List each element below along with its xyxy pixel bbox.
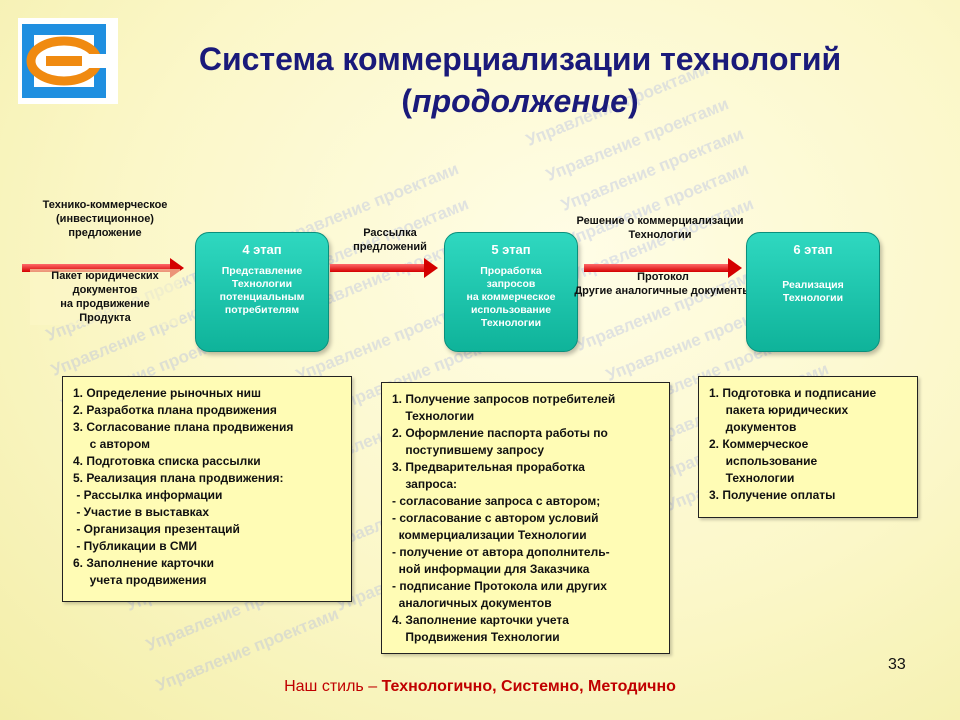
task-line: 2. Коммерческое: [709, 437, 809, 451]
task-line: коммерциализации Технологии: [392, 528, 587, 542]
label-investment-offer: Технико-коммерческое (инвестиционное) пр…: [42, 199, 168, 239]
task-line: 5. Реализация плана продвижения:: [73, 471, 284, 485]
task-line: - Организация презентаций: [73, 522, 240, 536]
task-line: 2. Разработка плана продвижения: [73, 403, 277, 417]
task-line: запроса:: [392, 477, 458, 491]
title-subtitle: продолжение: [412, 83, 628, 119]
arrow-to-stage-5: [330, 258, 438, 278]
task-line: использование: [709, 454, 818, 468]
task-line: учета продвижения: [73, 573, 207, 587]
footer-slogan: Наш стиль – Технологично, Системно, Мето…: [284, 678, 676, 695]
task-line: 3. Согласование плана продвижения: [73, 420, 294, 434]
task-line: ной информации для Заказчика: [392, 562, 590, 576]
task-line: - Публикации в СМИ: [73, 539, 198, 553]
page-number: 33: [888, 656, 906, 673]
task-line: 2. Оформление паспорта работы по: [392, 426, 608, 440]
watermark-text: Управление проектами: [558, 124, 747, 215]
task-line: 1. Определение рыночных ниш: [73, 386, 261, 400]
task-line: - Участие в выставках: [73, 505, 209, 519]
task-line: пакета юридических: [709, 403, 849, 417]
task-line: 6. Заполнение карточки: [73, 556, 214, 570]
slide-title: Система коммерциализации технологий (про…: [120, 38, 920, 122]
stage-5: 5 этап Проработка запросов на коммерческ…: [444, 232, 578, 352]
label-decision: Решение о коммерциализации Технологии: [576, 215, 744, 241]
label-protocol: Протокол Другие аналогичные документы: [574, 271, 752, 297]
task-line: - согласование запроса с автором;: [392, 494, 601, 508]
task-line: 1. Получение запросов потребителей: [392, 392, 616, 406]
stage-6: 6 этап Реализация Технологии: [746, 232, 880, 352]
task-line: 3. Получение оплаты: [709, 488, 836, 502]
title-line-1: Система коммерциализации технологий: [198, 41, 842, 77]
task-line: с автором: [73, 437, 150, 451]
task-line: 1. Подготовка и подписание: [709, 386, 877, 400]
task-line: - получение от автора дополнитель-: [392, 545, 610, 559]
task-line: - Рассылка информации: [73, 488, 223, 502]
task-line: Технологии: [392, 409, 475, 423]
task-line: - согласование с автором условий: [392, 511, 599, 525]
task-line: 4. Подготовка списка рассылки: [73, 454, 261, 468]
arrow-to-stage-6: [584, 258, 742, 278]
task-line: 4. Заполнение карточки учета: [392, 613, 569, 627]
company-logo: [18, 18, 118, 104]
label-legal-package: Пакет юридических документов на продвиже…: [30, 269, 180, 325]
task-line: Продвижения Технологии: [392, 630, 560, 644]
task-line: - подписание Протокола или других: [392, 579, 607, 593]
stage-5-tasks: 1. Получение запросов потребителей Техно…: [381, 382, 670, 654]
task-line: Технологии: [709, 471, 795, 485]
stage-4: 4 этап Представление Технологии потенциа…: [195, 232, 329, 352]
task-line: поступившему запросу: [392, 443, 545, 457]
label-mailing: Рассылка предложений: [353, 227, 427, 253]
task-line: аналогичных документов: [392, 596, 552, 610]
task-line: 3. Предварительная проработка: [392, 460, 585, 474]
title-line-2: (продолжение): [401, 83, 639, 119]
task-line: документов: [709, 420, 797, 434]
stage-4-tasks: 1. Определение рыночных ниш 2. Разработка…: [62, 376, 352, 602]
stage-6-tasks: 1. Подготовка и подписание пакета юридич…: [698, 376, 918, 518]
